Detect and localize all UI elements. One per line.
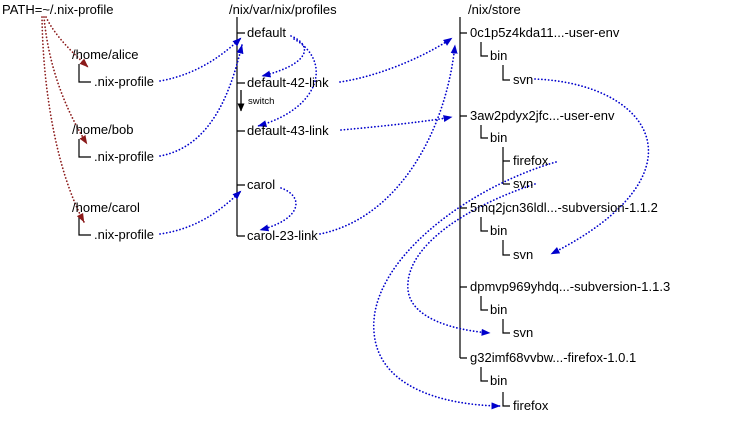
store-1-bin-dir: bin bbox=[490, 130, 508, 145]
store-1-firefox-link: firefox bbox=[513, 153, 549, 168]
edge-alice-nixprofile-to-default bbox=[159, 37, 242, 82]
edge-23-link-to-userenv-0c1p bbox=[319, 44, 458, 235]
carol-nix-profile-link: .nix-profile bbox=[94, 227, 154, 242]
store-path-firefox-101: g32imf68vvbw...-firefox-1.0.1 bbox=[470, 350, 637, 365]
edge-carol-to-23-link bbox=[259, 187, 297, 232]
profile-default-43-link: default-43-link bbox=[247, 123, 329, 138]
store-path-subversion-113: dpmvp969yhdq...-subversion-1.1.3 bbox=[470, 279, 671, 294]
edge-bob-nixprofile-to-default bbox=[159, 44, 244, 157]
alice-nix-profile-link: .nix-profile bbox=[94, 74, 154, 89]
profiles-tree-lines bbox=[236, 17, 245, 237]
store-4-bin-dir: bin bbox=[490, 373, 508, 388]
store-path-subversion-112: 5mq2jcn36ldl...-subversion-1.1.2 bbox=[470, 200, 658, 215]
store-path-userenv-0c1p: 0c1p5z4kda11...-user-env bbox=[470, 25, 620, 40]
bob-nix-profile-link: .nix-profile bbox=[94, 149, 154, 164]
switch-label: switch bbox=[248, 96, 275, 107]
profile-carol: carol bbox=[247, 177, 276, 192]
edge-carol-nixprofile-to-carol bbox=[159, 190, 242, 235]
edge-path-to-bob-profile bbox=[43, 16, 88, 145]
edge-42-link-to-userenv-0c1p bbox=[339, 37, 453, 83]
store-0-svn-link: svn bbox=[513, 72, 534, 87]
home-bob-dir: /home/bob bbox=[72, 122, 134, 137]
edge-43-link-to-userenv-3aw2 bbox=[340, 115, 453, 131]
profile-carol-23-link: carol-23-link bbox=[247, 228, 318, 243]
edge-path-to-carol-profile bbox=[41, 16, 85, 223]
home-tree-lines bbox=[78, 64, 91, 236]
edge-default-to-42-link bbox=[261, 35, 306, 78]
store-0-bin-dir: bin bbox=[490, 48, 508, 63]
edge-default-to-43-link bbox=[257, 38, 318, 128]
store-4-firefox-file: firefox bbox=[513, 398, 549, 413]
store-trunk-lines bbox=[459, 17, 467, 359]
edge-userenv0-svn-to-subversion112-svn bbox=[534, 78, 650, 255]
profiles-heading: /nix/var/nix/profiles bbox=[229, 2, 337, 17]
store-heading: /nix/store bbox=[468, 2, 521, 17]
edge-userenv1-svn-to-subversion113-svn bbox=[407, 183, 536, 336]
store-2-bin-dir: bin bbox=[490, 223, 508, 238]
store-3-bin-dir: bin bbox=[490, 302, 508, 317]
store-2-svn-file: svn bbox=[513, 247, 534, 262]
path-env-label: PATH=~/.nix-profile bbox=[2, 2, 114, 17]
profile-default-42-link: default-42-link bbox=[247, 75, 329, 90]
store-subtree-lines bbox=[480, 42, 510, 407]
store-1-svn-link: svn bbox=[513, 176, 534, 191]
store-path-userenv-3aw2: 3aw2pdyx2jfc...-user-env bbox=[470, 108, 615, 123]
home-alice-dir: /home/alice bbox=[72, 47, 139, 62]
store-3-svn-file: svn bbox=[513, 325, 534, 340]
home-carol-dir: /home/carol bbox=[72, 200, 140, 215]
edge-userenv1-firefox-to-firefox101-firefox bbox=[373, 161, 557, 410]
profile-default: default bbox=[247, 25, 287, 40]
